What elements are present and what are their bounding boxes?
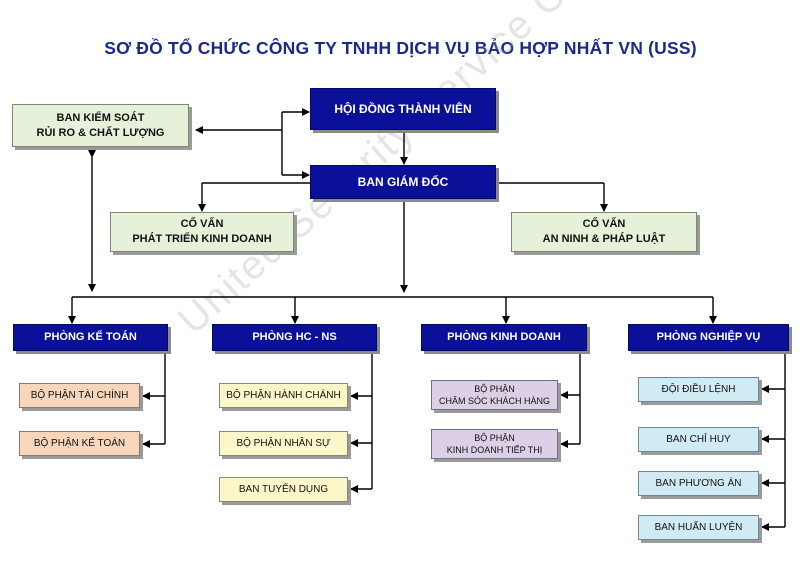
- node-ban-huan-luyen: BAN HUẤN LUYỆN: [638, 515, 759, 540]
- node-doi-dieu-lenh: ĐỘI ĐIỀU LỆNH: [638, 377, 759, 402]
- node-ban-phuong-an: BAN PHƯƠNG ÁN: [638, 471, 759, 496]
- node-co-van-kinh-doanh: CỐ VẤN PHÁT TRIỂN KINH DOANH: [110, 212, 294, 252]
- node-bp-cham-soc-khach-hang: BỘ PHẬN CHĂM SÓC KHÁCH HÀNG: [431, 380, 558, 410]
- node-bp-nhan-su: BỘ PHẬN NHÂN SỰ: [219, 431, 348, 456]
- node-phong-nghiep-vu: PHÒNG NGHIỆP VỤ: [628, 324, 789, 351]
- node-phong-hc-ns: PHÒNG HC - NS: [212, 324, 377, 351]
- node-bp-tai-chinh: BỘ PHẬN TÀI CHÍNH: [19, 383, 140, 408]
- node-bp-kinh-doanh-tiep-thi: BỘ PHẬN KINH DOANH TIẾP THỊ: [431, 429, 558, 459]
- node-bp-ke-toan: BỘ PHẬN KẾ TOÁN: [19, 431, 140, 456]
- node-hoi-dong-thanh-vien: HỘI ĐỒNG THÀNH VIÊN: [310, 88, 496, 130]
- node-ban-giam-doc: BAN GIÁM ĐỐC: [310, 165, 496, 199]
- node-phong-kinh-doanh: PHÒNG KINH DOANH: [421, 324, 587, 351]
- node-co-van-an-ninh: CỐ VẤN AN NINH & PHÁP LUẬT: [511, 212, 697, 252]
- node-bp-hanh-chanh: BỘ PHẬN HÀNH CHÁNH: [219, 383, 348, 408]
- node-ban-chi-huy: BAN CHỈ HUY: [638, 427, 759, 452]
- node-ban-tuyen-dung: BAN TUYỂN DỤNG: [219, 477, 348, 502]
- node-phong-ke-toan: PHÒNG KẾ TOÁN: [13, 324, 168, 351]
- page-title: SƠ ĐỒ TỔ CHỨC CÔNG TY TNHH DỊCH VỤ BẢO H…: [104, 38, 697, 58]
- node-ban-kiem-soat: BAN KIỂM SOÁT RỦI RO & CHẤT LƯỢNG: [12, 104, 189, 147]
